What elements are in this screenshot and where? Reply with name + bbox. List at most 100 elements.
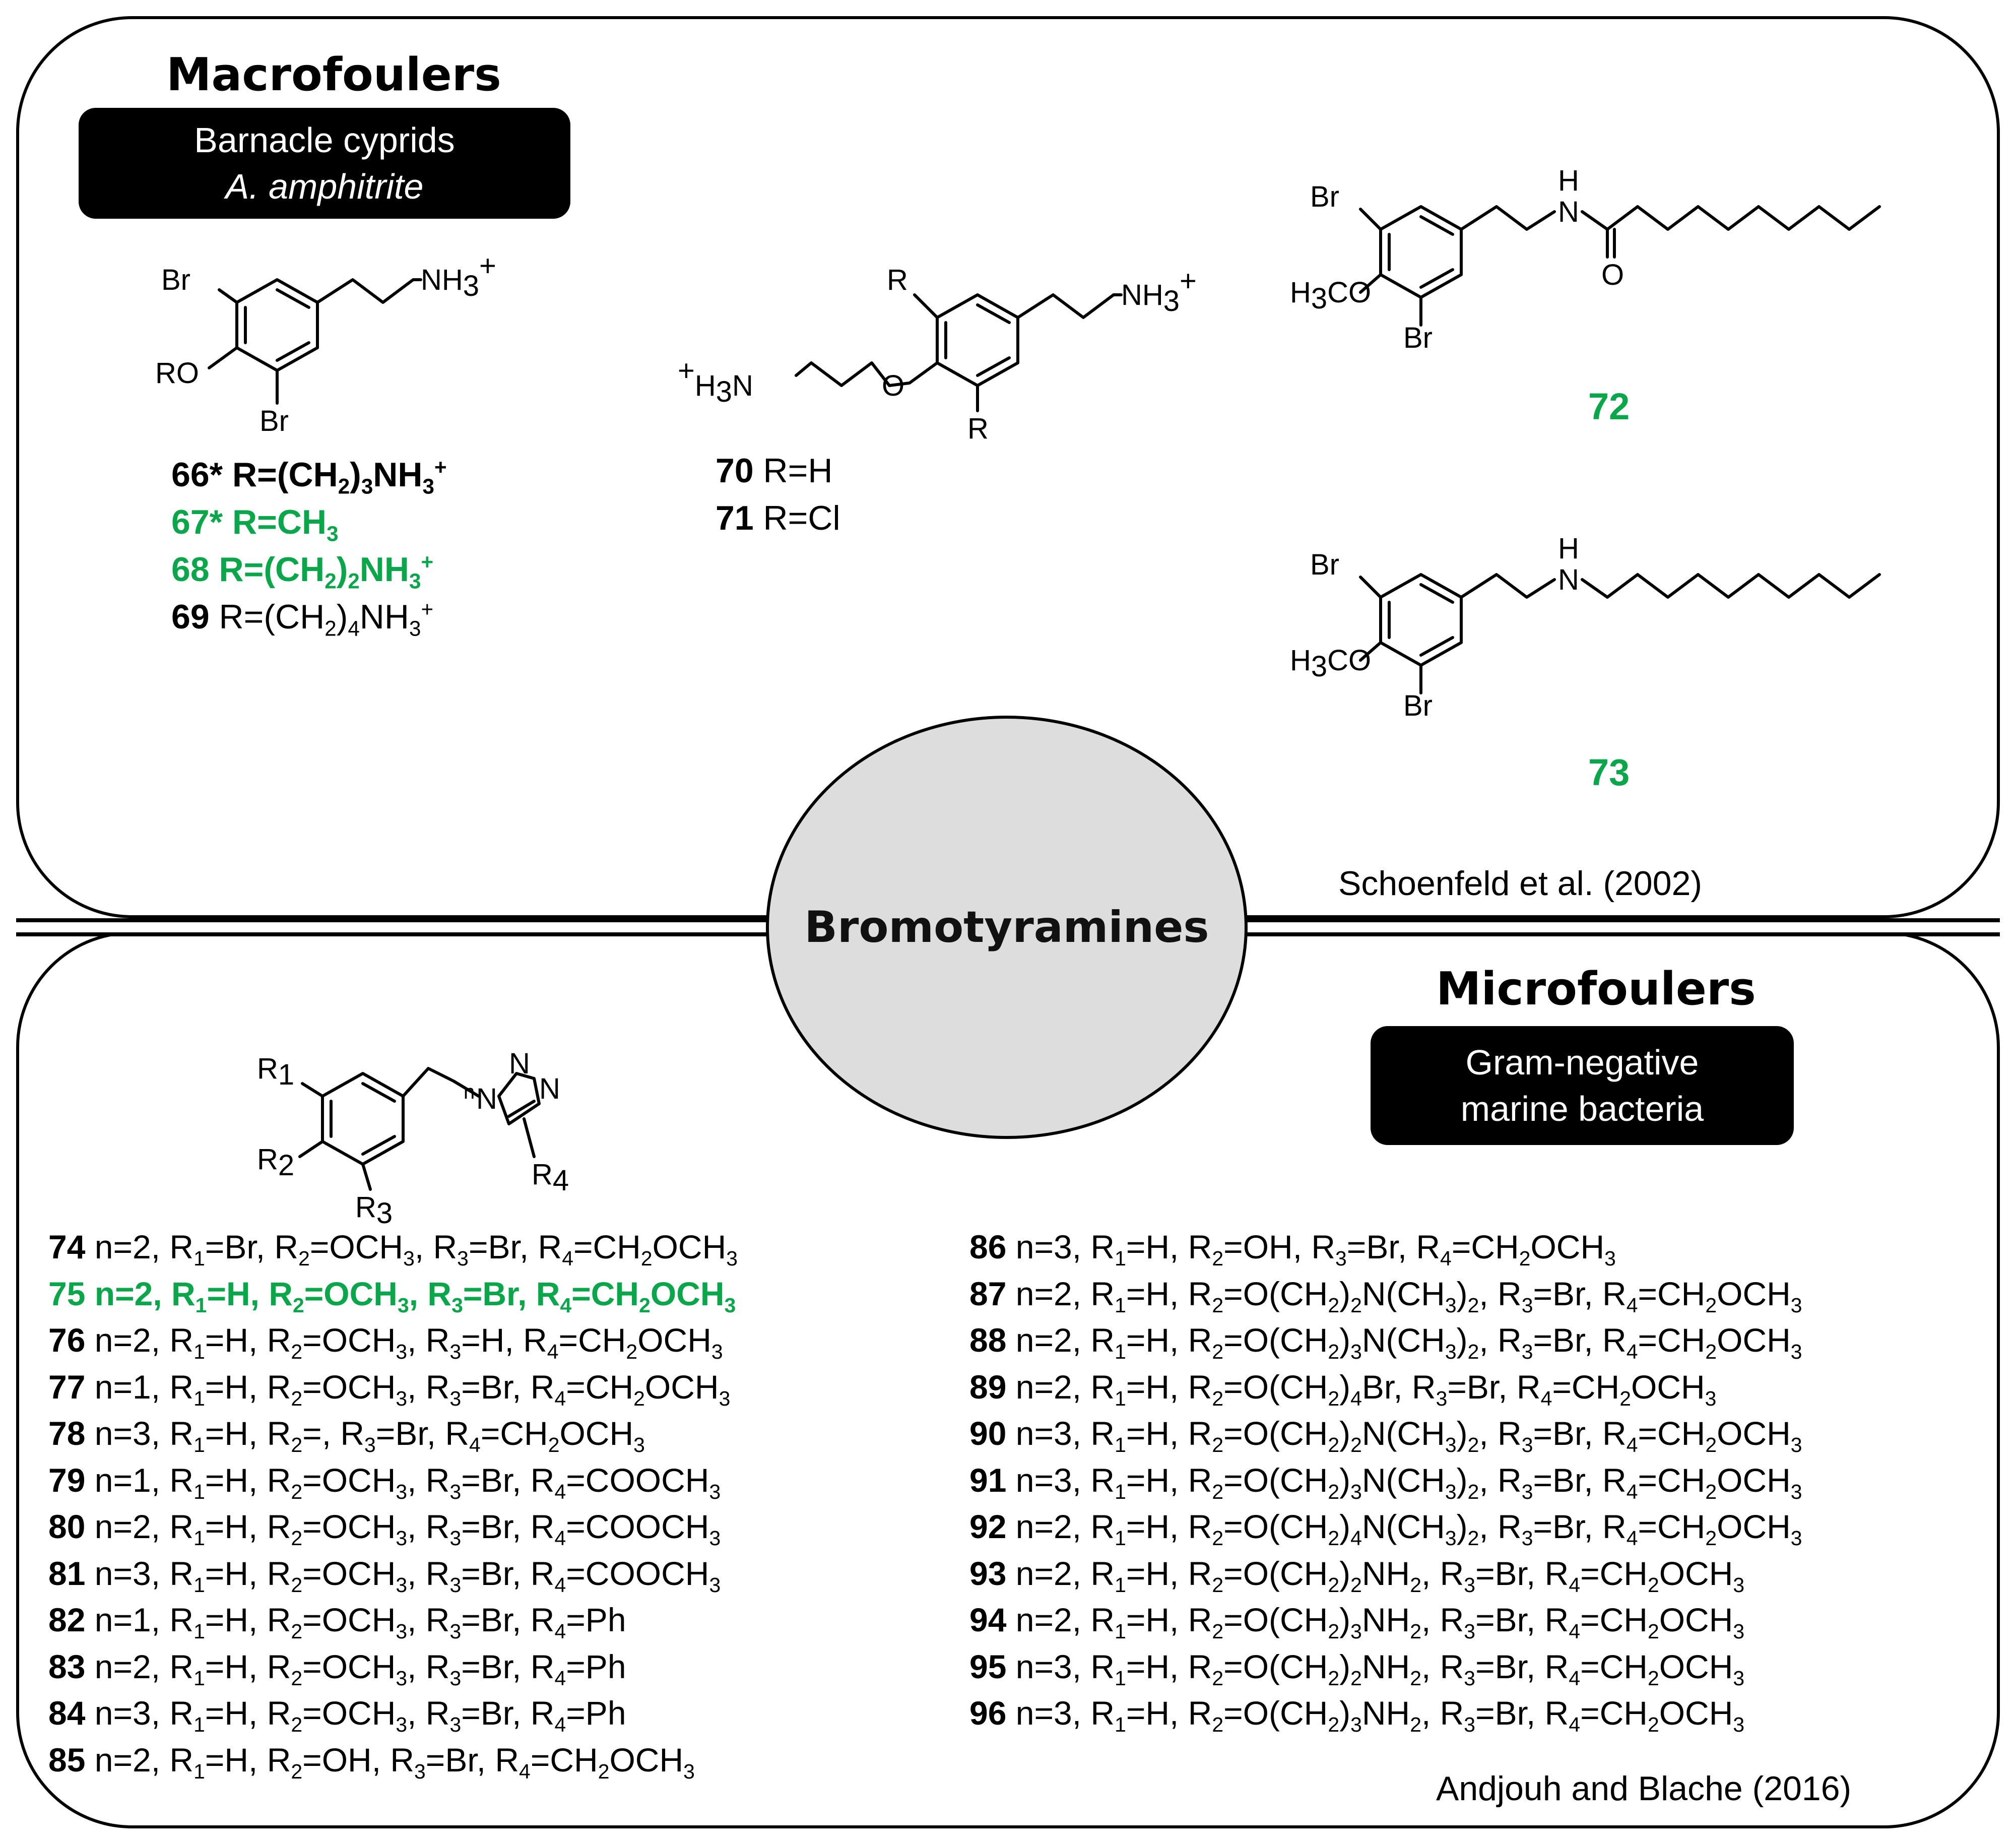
compound-number: 78 xyxy=(48,1415,86,1452)
compound-number: 79 xyxy=(48,1461,86,1499)
right-connector-line xyxy=(1242,918,2000,936)
atom-n: N xyxy=(1558,563,1579,596)
atom-nh3: NH3+ xyxy=(421,249,496,302)
atom-och3: H3CO xyxy=(1290,644,1371,683)
left-connector-line xyxy=(16,918,772,936)
compound-number: 96 xyxy=(969,1694,1007,1732)
bond-r4 xyxy=(523,1117,536,1158)
bond-chain-a xyxy=(1460,205,1556,231)
structure-66-69: Br RO Br NH3+ xyxy=(155,249,496,437)
microfoulers-badge: Gram-negative marine bacteria xyxy=(1371,1026,1794,1145)
badge-line-2: marine bacteria xyxy=(1460,1089,1704,1128)
bond-r-top xyxy=(913,293,939,319)
microfoulers-heading: Microfoulers xyxy=(1436,963,1756,1015)
compound-row-74: 74 n=2, R1=Br, R2=OCH3, R3=Br, R4=CH2OCH… xyxy=(48,1228,738,1271)
compound-row-82: 82 n=1, R1=H, R2=OCH3, R3=Br, R4=Ph xyxy=(48,1601,626,1643)
bond-double-2 xyxy=(976,356,1011,377)
compound-number: 83 xyxy=(48,1647,86,1685)
bond-br-top xyxy=(1359,208,1382,231)
badge-line-1: Barnacle cyprids xyxy=(194,120,455,160)
compound-row-95: 95 n=3, R1=H, R2=O(CH2)2NH2, R3=Br, R4=C… xyxy=(969,1647,1745,1690)
compound-number: 95 xyxy=(969,1647,1007,1685)
bond-double-1 xyxy=(1419,215,1454,236)
compound-number: 87 xyxy=(969,1275,1007,1312)
atom-nh3: NH3+ xyxy=(1121,265,1197,318)
bond-double-1 xyxy=(361,1082,396,1103)
bond-chain-left xyxy=(795,361,939,387)
atom-br-top: Br xyxy=(161,264,190,296)
bond-ring xyxy=(235,278,319,372)
bond-r2 xyxy=(298,1140,324,1158)
bond-ro xyxy=(208,346,238,369)
compound-number: 76 xyxy=(48,1321,86,1359)
atom-h: H xyxy=(1558,164,1579,197)
bond-chain-b xyxy=(1581,573,1881,599)
compound-68-label: 68 R=(CH2)2NH3+ xyxy=(171,550,434,593)
compound-number: 85 xyxy=(48,1741,86,1779)
bond-chain-a xyxy=(1460,573,1556,599)
bond-och3 xyxy=(1359,273,1382,294)
bond-double-2 xyxy=(361,1135,396,1156)
badge-line-2: A. amphitrite xyxy=(225,167,424,206)
compound-number: 80 xyxy=(48,1508,86,1545)
compound-number: 92 xyxy=(969,1508,1007,1545)
atom-o: O xyxy=(882,369,904,402)
citation-top: Schoenfeld et al. (2002) xyxy=(1338,864,1703,903)
atom-n: N xyxy=(1558,196,1579,228)
compound-row-93: 93 n=2, R1=H, R2=O(CH2)2NH2, R3=Br, R4=C… xyxy=(969,1554,1745,1597)
bond-triazole-double xyxy=(507,1100,536,1118)
atom-h: H xyxy=(1558,532,1579,565)
atom-och3: H3CO xyxy=(1290,276,1371,315)
bond-double-1 xyxy=(1419,583,1454,604)
bond-linker xyxy=(402,1067,480,1098)
bond-ring xyxy=(321,1072,405,1166)
compound-number: 81 xyxy=(48,1554,86,1592)
compound-row-87: 87 n=2, R1=H, R2=O(CH2)2N(CH3)2, R3=Br, … xyxy=(969,1275,1802,1317)
bond-double-2 xyxy=(1419,636,1454,657)
bond-och3 xyxy=(1359,641,1382,662)
atom-r3: R3 xyxy=(355,1191,393,1230)
citation-bottom: Andjouh and Blache (2016) xyxy=(1436,1769,1852,1808)
compound-row-84: 84 n=3, R1=H, R2=OCH3, R3=Br, R4=Ph xyxy=(48,1694,626,1737)
compound-row-75: 75 n=2, R1=H, R2=OCH3, R3=Br, R4=CH2OCH3 xyxy=(48,1275,736,1317)
atom-n2: N xyxy=(509,1047,530,1080)
compound-row-91: 91 n=3, R1=H, R2=O(CH2)3N(CH3)2, R3=Br, … xyxy=(969,1461,1802,1503)
atom-br-bottom: Br xyxy=(259,405,289,437)
atom-br-top: Br xyxy=(1310,180,1339,213)
compound-71-label: 71 R=Cl xyxy=(716,499,840,537)
bond-ring xyxy=(1379,205,1463,299)
atom-r1: R1 xyxy=(257,1052,294,1091)
atom-n3: N xyxy=(539,1072,560,1105)
compound-number: 91 xyxy=(969,1461,1007,1499)
atom-ro: RO xyxy=(155,357,199,390)
compound-number: 90 xyxy=(969,1415,1007,1452)
compound-number: 75 xyxy=(48,1275,86,1312)
bond-chain-b xyxy=(1581,205,1881,231)
compound-row-79: 79 n=1, R1=H, R2=OCH3, R3=Br, R4=COOCH3 xyxy=(48,1461,721,1503)
compound-69-label: 69 R=(CH2)4NH3+ xyxy=(171,597,434,641)
compound-row-77: 77 n=1, R1=H, R2=OCH3, R3=Br, R4=CH2OCH3 xyxy=(48,1368,731,1410)
bond-ring xyxy=(1379,573,1463,667)
structure-70-71: R R O NH3+ +H3N xyxy=(678,264,1197,445)
macrofoulers-badge: Barnacle cyprids A. amphitrite xyxy=(79,108,570,219)
bond-ring xyxy=(936,293,1019,387)
center-circle: Bromotyramines xyxy=(766,716,1248,1139)
compound-number: 82 xyxy=(48,1601,86,1638)
compound-row-90: 90 n=3, R1=H, R2=O(CH2)2N(CH3)2, R3=Br, … xyxy=(969,1415,1802,1457)
center-label: Bromotyramines xyxy=(804,902,1209,953)
compound-number: 93 xyxy=(969,1554,1007,1592)
bond-chain xyxy=(316,278,422,304)
compound-row-83: 83 n=2, R1=H, R2=OCH3, R3=Br, R4=Ph xyxy=(48,1647,626,1690)
compound-number: 89 xyxy=(969,1368,1007,1406)
compound-row-88: 88 n=2, R1=H, R2=O(CH2)3N(CH3)2, R3=Br, … xyxy=(969,1321,1802,1364)
compound-number: 77 xyxy=(48,1368,86,1406)
compound-row-94: 94 n=2, R1=H, R2=O(CH2)3NH2, R3=Br, R4=C… xyxy=(969,1601,1745,1643)
compound-73-label: 73 xyxy=(1588,751,1630,793)
atom-r-bottom: R xyxy=(967,412,989,445)
macrofoulers-heading: Macrofoulers xyxy=(166,48,501,101)
compound-number: 88 xyxy=(969,1321,1007,1359)
compound-row-96: 96 n=3, R1=H, R2=O(CH2)3NH2, R3=Br, R4=C… xyxy=(969,1694,1745,1737)
compound-row-89: 89 n=2, R1=H, R2=O(CH2)4Br, R3=Br, R4=CH… xyxy=(969,1368,1717,1410)
atom-o: O xyxy=(1601,259,1624,291)
